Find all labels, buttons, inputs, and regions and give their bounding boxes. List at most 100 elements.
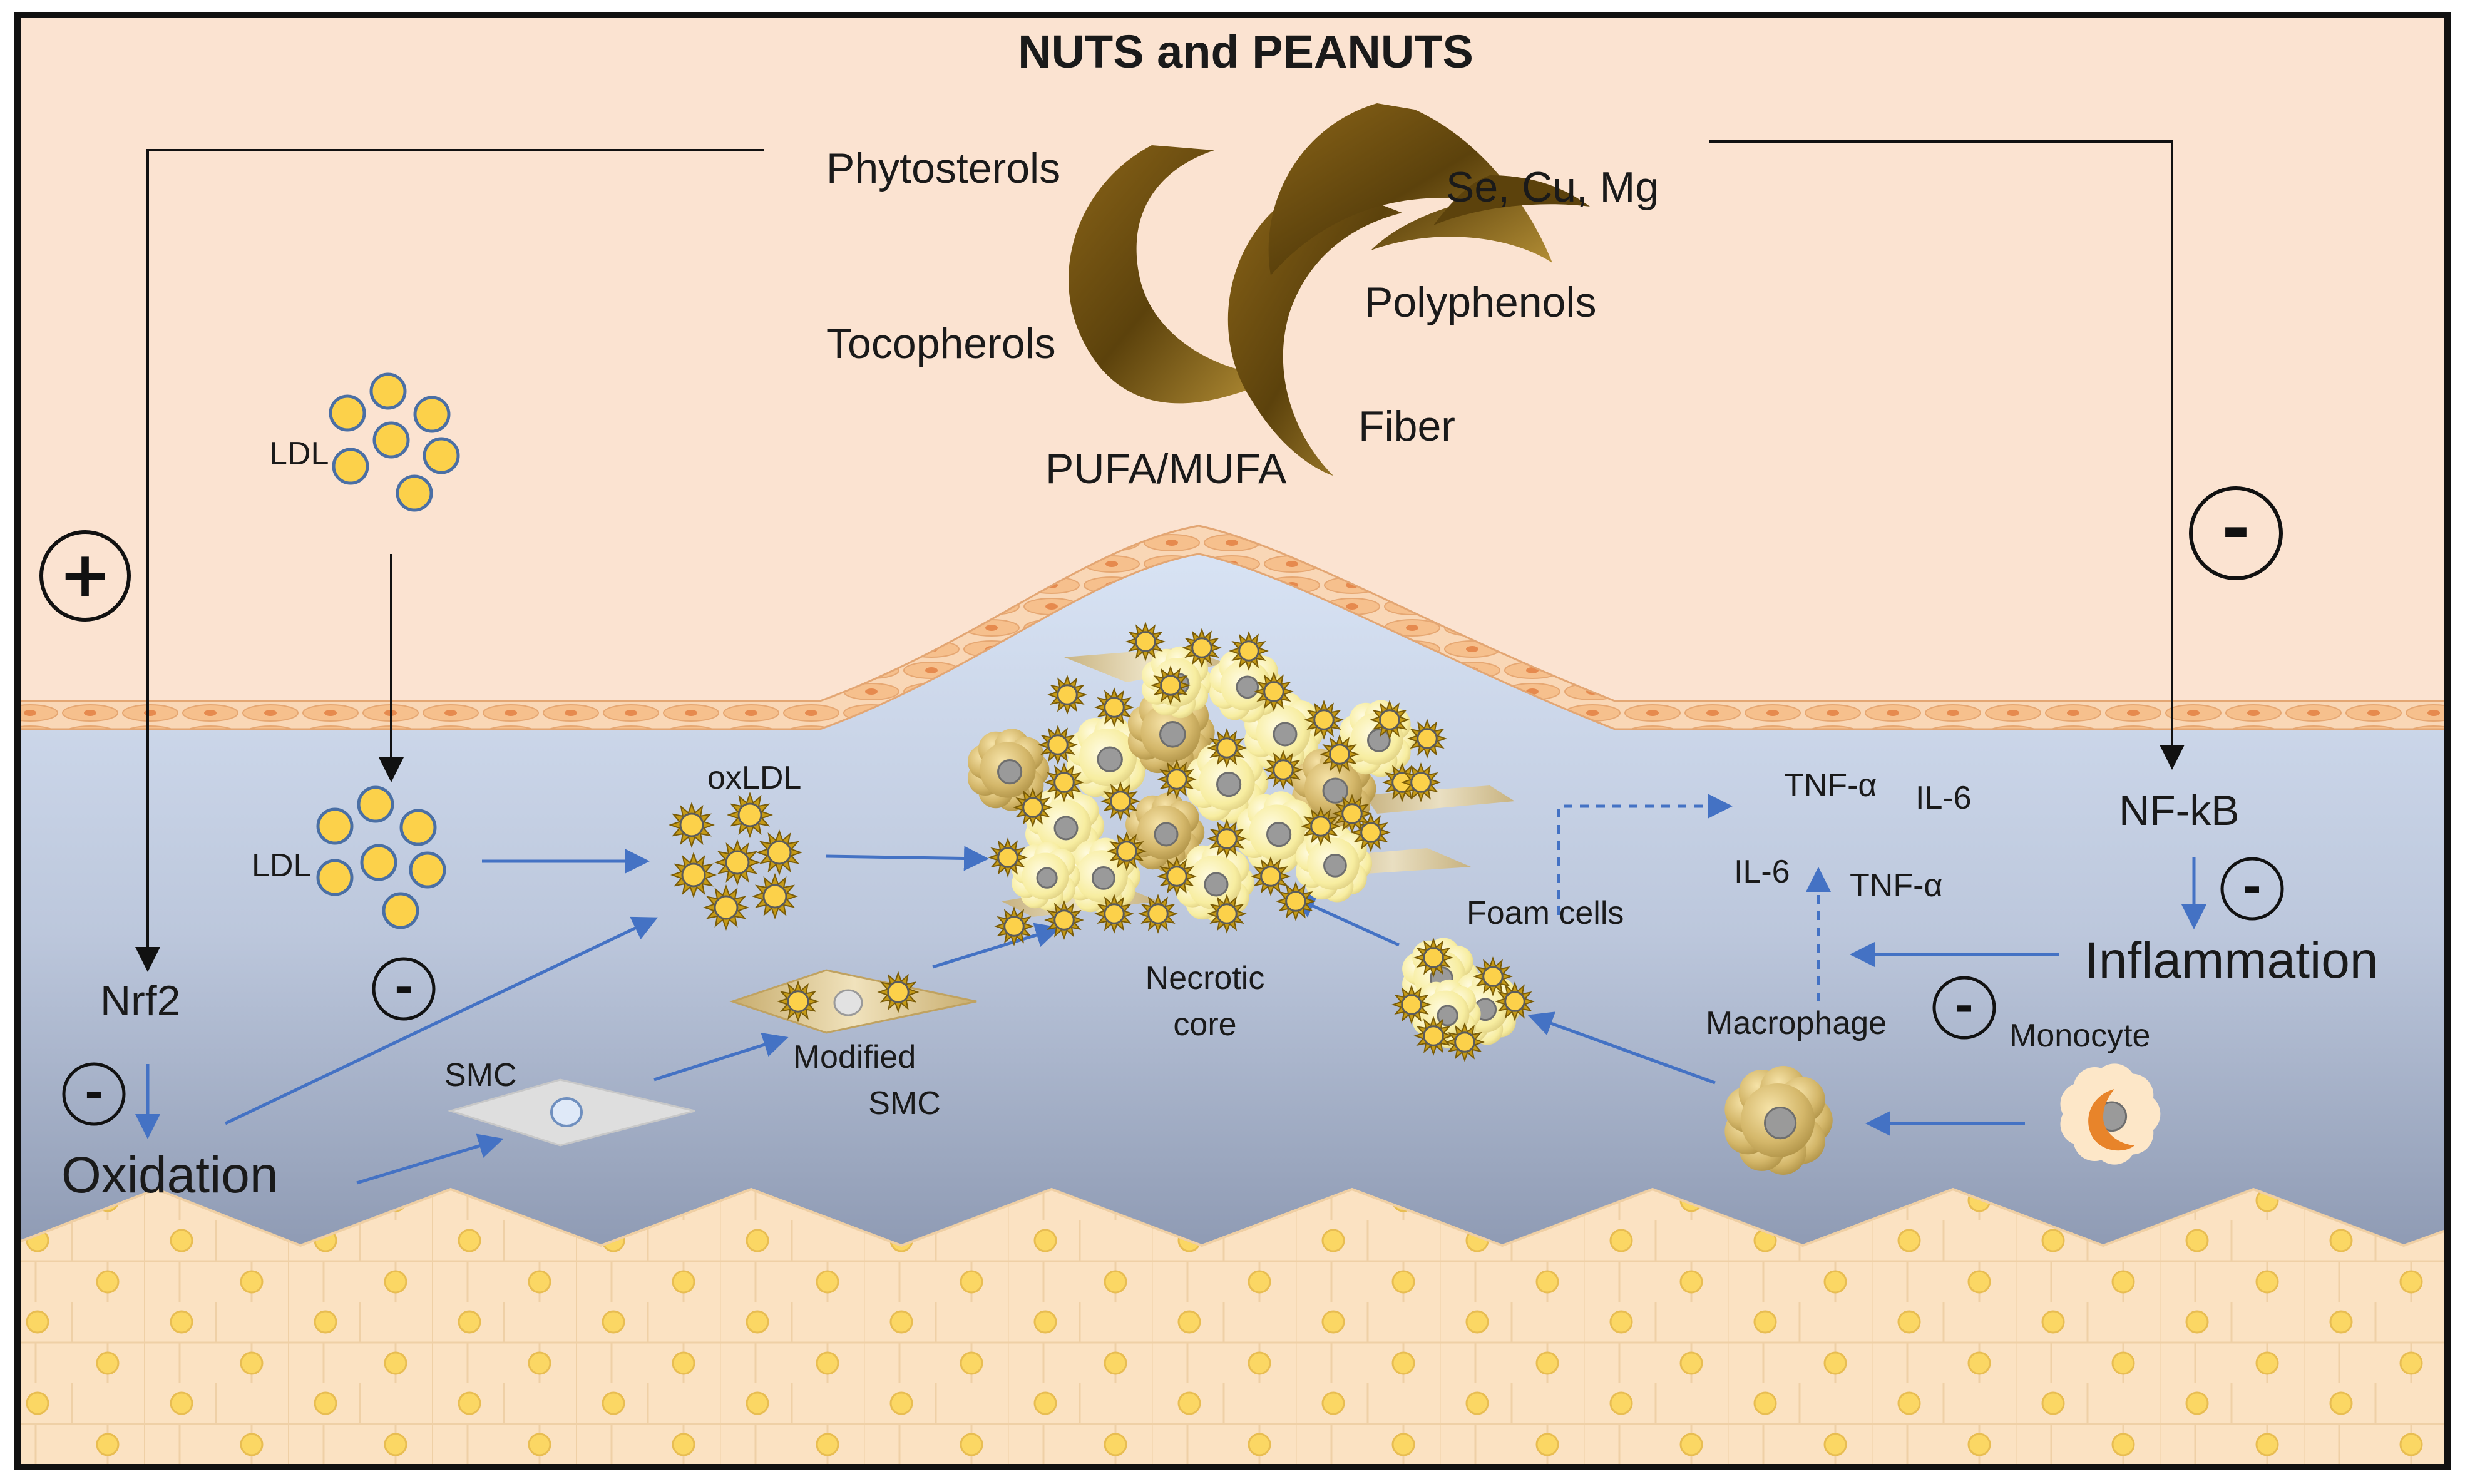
oxldl-particle-icon bbox=[669, 802, 715, 848]
oxldl-particle-icon bbox=[1413, 1016, 1453, 1056]
oxldl-to-core-arrow bbox=[826, 846, 989, 871]
media-layer bbox=[16, 1187, 2449, 1468]
nfkb-minus-icon: - bbox=[2220, 857, 2284, 921]
core-cell-icon bbox=[1186, 741, 1269, 824]
oxldl-particle-icon bbox=[1229, 631, 1269, 671]
foam-cells-icon bbox=[1391, 938, 1535, 1062]
diagram-title: NUTS and PEANUTS bbox=[1018, 26, 1473, 78]
ldl-intima-label: LDL bbox=[252, 847, 311, 884]
ldl-lumen-label: LDL bbox=[269, 436, 329, 472]
nrf2-minus-icon: - bbox=[62, 1062, 126, 1126]
oxldl-particles-icon bbox=[669, 792, 802, 931]
oxldl-particle-icon bbox=[1157, 759, 1197, 799]
foam-cells-label: Foam cells bbox=[1467, 895, 1624, 931]
cytokine-top-tnf: TNF-α bbox=[1784, 767, 1877, 804]
svg-text:-: - bbox=[2222, 488, 2250, 568]
oxldl-particle-icon bbox=[1107, 831, 1147, 871]
oxldl-particle-icon bbox=[1138, 894, 1178, 934]
oxldl-particle-icon bbox=[1013, 787, 1053, 827]
necrotic-core-label-line1: Necrotic bbox=[1145, 960, 1265, 996]
oxldl-particle-icon bbox=[1495, 981, 1535, 1021]
foam-to-cytokines-arrow bbox=[1557, 794, 1733, 915]
ldl-particles-lumen-icon bbox=[329, 372, 460, 512]
monocyte-label: Monocyte bbox=[2009, 1018, 2150, 1054]
oxldl-particle-icon bbox=[1332, 794, 1372, 834]
oxldl-particle-icon bbox=[1044, 762, 1084, 802]
necrotic-core-icon bbox=[967, 622, 1515, 946]
oxldl-particle-icon bbox=[1391, 985, 1432, 1025]
ldl-minus-icon: - bbox=[372, 957, 436, 1021]
nrf2-label: Nrf2 bbox=[100, 977, 180, 1025]
modified-to-core-arrow bbox=[932, 923, 1061, 969]
intima-blue-arrows bbox=[135, 794, 2206, 1185]
tocopherols-label: Tocopherols bbox=[826, 320, 1056, 367]
nuts-to-nrf2-arrow bbox=[135, 149, 764, 972]
oxldl-particle-icon bbox=[1351, 812, 1391, 852]
core-cell-icon bbox=[1244, 692, 1324, 772]
oxldl-particle-icon bbox=[756, 829, 802, 876]
oxldl-particle-icon bbox=[877, 971, 920, 1013]
core-cell-icon bbox=[1125, 792, 1205, 872]
oxldl-particle-icon bbox=[1401, 762, 1441, 802]
oxldl-particle-icon bbox=[1044, 900, 1084, 940]
oxldl-particle-icon bbox=[727, 792, 773, 838]
oxidation-label: Oxidation bbox=[61, 1147, 278, 1204]
oxldl-particle-icon bbox=[714, 839, 761, 886]
pufa-mufa-label: PUFA/MUFA bbox=[1045, 445, 1287, 493]
nfkb-label: NF-kB bbox=[2119, 787, 2240, 834]
oxldl-particle-icon bbox=[1263, 750, 1303, 790]
cytokine-bottom-tnf: TNF-α bbox=[1850, 867, 1942, 904]
minerals-label: Se, Cu, Mg bbox=[1446, 163, 1659, 211]
macrophage-label: Macrophage bbox=[1706, 1005, 1887, 1041]
oxldl-particle-icon bbox=[1251, 856, 1291, 896]
oxldl-particle-icon bbox=[703, 884, 749, 931]
oxldl-particle-icon bbox=[1094, 894, 1134, 934]
oxldl-particle-icon bbox=[988, 837, 1028, 878]
modified-smc-label-line2: SMC bbox=[868, 1085, 941, 1122]
svg-text:-: - bbox=[1955, 980, 1974, 1032]
monocyte-cell-icon bbox=[2060, 1063, 2161, 1165]
oxldl-particle-icon bbox=[1320, 734, 1360, 774]
smc-cell-icon bbox=[447, 1078, 695, 1147]
oxldl-particle-icon bbox=[1182, 628, 1222, 668]
oxldl-particle-icon bbox=[1407, 719, 1447, 759]
fiber-label: Fiber bbox=[1358, 402, 1455, 450]
oxldl-particle-icon bbox=[1094, 687, 1134, 727]
oxldl-particle-icon bbox=[1254, 672, 1294, 712]
svg-text:-: - bbox=[2243, 861, 2262, 913]
oxldl-particle-icon bbox=[777, 980, 819, 1023]
core-cell-icon bbox=[1296, 825, 1373, 903]
oxldl-label: oxLDL bbox=[707, 760, 801, 796]
oxldl-particle-icon bbox=[1207, 819, 1247, 859]
oxldl-particle-icon bbox=[1047, 675, 1087, 715]
plus-sign-icon: + bbox=[39, 530, 131, 622]
macrophage-to-foam-arrow bbox=[1527, 1011, 1716, 1085]
cytokine-top-il6: IL-6 bbox=[1915, 780, 1972, 816]
nut-crescents-icon bbox=[1069, 103, 1590, 476]
oxldl-particle-icon bbox=[1207, 728, 1247, 768]
oxldl-particle-icon bbox=[1276, 881, 1316, 921]
oxldl-particle-icon bbox=[752, 873, 798, 919]
minus-sign-icon: - bbox=[2189, 486, 2283, 580]
oxldl-particle-icon bbox=[1125, 622, 1166, 662]
oxldl-particle-icon bbox=[1157, 856, 1197, 896]
modified-smc-label-line1: Modified bbox=[793, 1039, 916, 1075]
oxldl-particle-icon bbox=[994, 906, 1034, 946]
diagram-frame bbox=[14, 12, 2451, 1470]
ldl-particles-intima-icon bbox=[316, 785, 446, 929]
oxldl-particle-icon bbox=[1207, 894, 1247, 934]
cytokine-bottom-il6: IL-6 bbox=[1734, 854, 1790, 890]
phytosterols-label: Phytosterols bbox=[826, 145, 1060, 192]
core-cell-icon bbox=[967, 729, 1050, 811]
oxldl-particle-icon bbox=[1445, 1022, 1485, 1062]
oxldl-particle-icon bbox=[1473, 956, 1513, 996]
oxldl-particle-icon bbox=[1370, 700, 1410, 740]
oxldl-particle-icon bbox=[1100, 781, 1140, 821]
macrophage-minus-icon: - bbox=[1932, 976, 1996, 1040]
modified-smc-cell-icon bbox=[729, 969, 977, 1034]
necrotic-core-label-line2: core bbox=[1173, 1006, 1236, 1043]
oxldl-particle-icon bbox=[670, 852, 717, 898]
oxidation-to-smc-arrow bbox=[356, 1133, 504, 1185]
smc-to-modified-arrow bbox=[653, 1033, 789, 1082]
